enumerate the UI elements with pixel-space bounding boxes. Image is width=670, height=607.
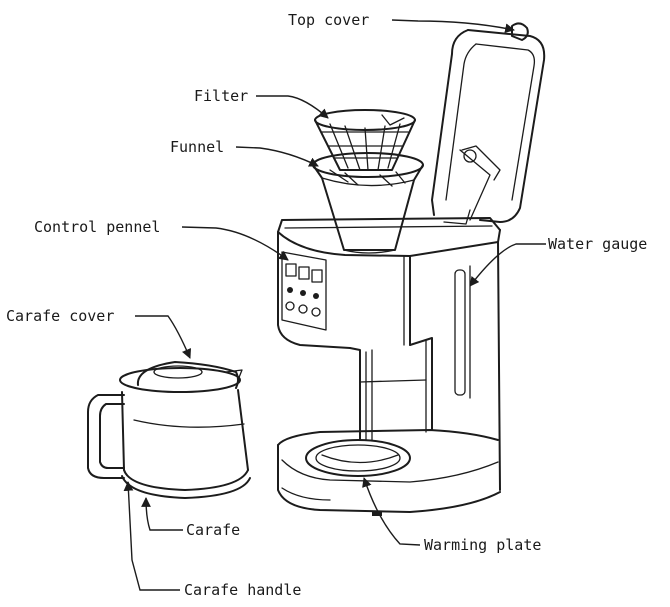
stand-column xyxy=(349,337,433,441)
label-top-cover: Top cover xyxy=(288,11,369,29)
leader-lines xyxy=(123,19,546,591)
control-panel-illustration xyxy=(281,251,327,331)
label-carafe-cover: Carafe cover xyxy=(6,307,114,325)
carafe-illustration xyxy=(87,361,251,499)
label-filter: Filter xyxy=(194,87,248,105)
label-warming-plate: Warming plate xyxy=(424,536,541,554)
label-funnel: Funnel xyxy=(170,138,224,156)
label-carafe-handle: Carafe handle xyxy=(184,581,301,599)
label-water-gauge: Water gauge xyxy=(548,235,647,253)
top-cover-illustration xyxy=(431,22,546,225)
part-labels: Top cover Filter Funnel Control pennel W… xyxy=(6,11,647,599)
label-control-panel: Control pennel xyxy=(34,218,160,236)
coffee-maker-illustration xyxy=(87,22,546,516)
label-carafe: Carafe xyxy=(186,521,240,539)
base-illustration xyxy=(277,429,501,516)
filter-illustration xyxy=(314,109,416,171)
water-gauge-illustration xyxy=(454,265,471,399)
machine-housing xyxy=(277,217,501,491)
